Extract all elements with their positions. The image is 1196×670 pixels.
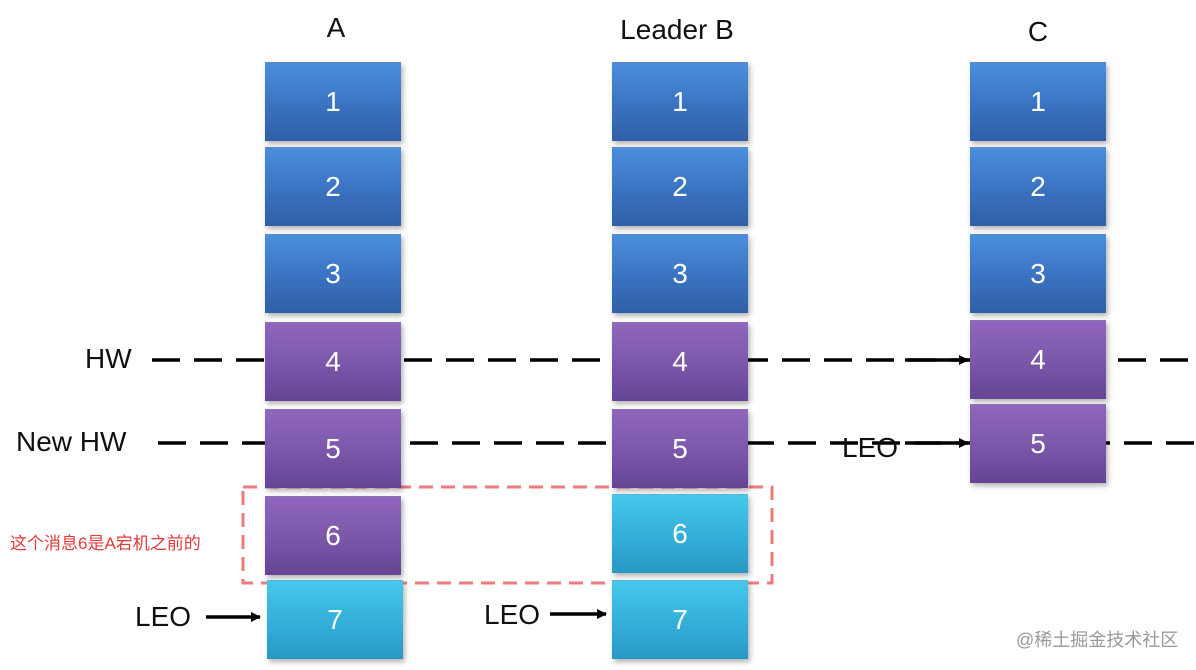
watermark: @稀土掘金技术社区: [1016, 630, 1179, 650]
block-b-4: 4: [612, 322, 748, 401]
block-c-3: 3: [970, 234, 1106, 313]
block-b-1: 1: [612, 62, 748, 141]
new-hw-label: New HW: [16, 426, 127, 457]
block-a-2: 2: [265, 147, 401, 226]
block-a-6: 6: [265, 496, 401, 575]
leo-b-label: LEO: [484, 599, 541, 630]
leo-c-label: LEO: [842, 432, 899, 463]
message-6-highlight-box: [241, 485, 774, 585]
block-a-5: 5: [265, 409, 401, 488]
message-6-annotation: 这个消息6是A宕机之前的: [10, 534, 201, 553]
block-c-1: 1: [970, 62, 1106, 141]
leo-a-label: LEO: [135, 601, 192, 632]
block-b-3: 3: [612, 234, 748, 313]
block-b-2: 2: [612, 147, 748, 226]
block-b-6: 6: [612, 494, 748, 573]
block-a-3: 3: [265, 234, 401, 313]
block-c-5: 5: [970, 404, 1106, 483]
hw-label: HW: [85, 343, 132, 374]
block-a-7: 7: [267, 580, 403, 659]
block-b-7: 7: [612, 580, 748, 659]
column-b-title: Leader B: [620, 14, 734, 45]
block-a-4: 4: [265, 322, 401, 401]
column-a-title: A: [326, 12, 346, 43]
block-b-5: 5: [612, 409, 748, 488]
block-a-1: 1: [265, 62, 401, 141]
column-c-title: C: [1027, 16, 1049, 47]
block-c-2: 2: [970, 147, 1106, 226]
block-c-4: 4: [970, 320, 1106, 399]
